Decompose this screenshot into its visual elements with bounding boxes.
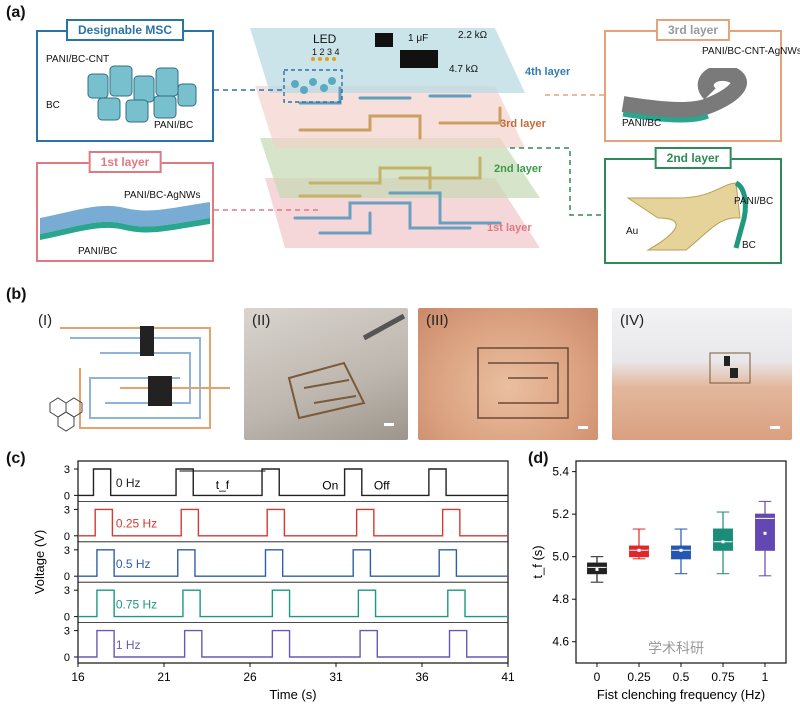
image-ii-label: (II) bbox=[252, 312, 271, 329]
mean-marker-0 bbox=[595, 567, 599, 571]
first-layer-label-agnws: PANI/BC-AgNWs bbox=[124, 190, 201, 201]
circuit-schematic-image: (I) bbox=[30, 308, 238, 440]
x-tick-label-0: 0 bbox=[594, 670, 601, 684]
series-label-2: 0.5 Hz bbox=[116, 557, 151, 571]
series-trace-0 bbox=[78, 468, 508, 497]
y-tick-label: 0 bbox=[64, 531, 70, 543]
capacitor-label: 1 μF bbox=[408, 33, 429, 44]
second-layer-callout: 2nd layer PANI/BC Au BC bbox=[604, 147, 782, 264]
resistor-4k7-label: 4.7 kΩ bbox=[449, 64, 479, 75]
series-trace-3 bbox=[78, 589, 508, 618]
first-layer-label-pani-bc: PANI/BC bbox=[78, 246, 118, 257]
second-layer-title: 2nd layer bbox=[654, 147, 732, 169]
led-index-label: 1 2 3 4 bbox=[312, 47, 340, 57]
y-tick-label: 5.2 bbox=[552, 507, 569, 521]
y-tick-label: 0 bbox=[64, 612, 70, 624]
series-label-0: 0 Hz bbox=[116, 476, 141, 490]
y-tick-label: 0 bbox=[64, 652, 70, 664]
third-layer-title: 3rd layer bbox=[655, 19, 731, 41]
designable-msc-title: Designable MSC bbox=[65, 19, 185, 41]
image-iv-label: (IV) bbox=[620, 312, 645, 329]
second-layer-label-bc: BC bbox=[742, 240, 756, 251]
panel-d-label: (d) bbox=[528, 450, 549, 467]
third-layer-drawing bbox=[621, 68, 747, 123]
layer3-label: 3rd layer bbox=[500, 118, 546, 130]
image-iii-label: (III) bbox=[426, 312, 449, 329]
x-tick-label: 21 bbox=[157, 670, 171, 684]
second-layer-label-pani-bc: PANI/BC bbox=[734, 196, 774, 207]
y-tick-label: 3 bbox=[64, 504, 70, 516]
x-tick-label: 26 bbox=[243, 670, 257, 684]
y-axis-title: Voltage (V) bbox=[32, 530, 47, 594]
x-axis-title: Time (s) bbox=[269, 687, 316, 702]
third-layer-callout: 3rd layer PANI/BC-CNT-AgNWs PANI/BC bbox=[604, 19, 800, 142]
y-axis-title: t_f (s) bbox=[530, 545, 545, 578]
y-tick-label: 4.8 bbox=[552, 592, 569, 606]
y-tick-label: 3 bbox=[64, 464, 70, 476]
tf-annotation: t_f bbox=[216, 478, 230, 492]
hand-circuit-photo: (III) bbox=[418, 308, 598, 440]
layer4-label: 4th layer bbox=[525, 66, 571, 78]
flexible-circuit-photo: (II) bbox=[244, 308, 408, 440]
x-tick-label-4: 1 bbox=[762, 670, 769, 684]
y-tick-label: 0 bbox=[64, 490, 70, 502]
callout-connectors bbox=[214, 89, 604, 216]
x-tick-label: 31 bbox=[329, 670, 343, 684]
x-axis-title: Fist clenching frequency (Hz) bbox=[597, 687, 765, 702]
third-layer-label-pani-bc: PANI/BC bbox=[622, 118, 662, 129]
panel-b-label: (b) bbox=[6, 286, 27, 303]
msc-label-bc: BC bbox=[46, 100, 60, 111]
series-label-4: 1 Hz bbox=[116, 638, 141, 652]
voltage-time-chart: 0 Hz 0 3 0.25 Hz 0 3 0.5 Hz 0 3 0.75 Hz 0 3 1 Hz 0 3 16… bbox=[32, 460, 515, 702]
third-layer-label-agnws: PANI/BC-CNT-AgNWs bbox=[702, 46, 800, 57]
panel-a-label: (a) bbox=[6, 4, 26, 21]
mean-marker-1 bbox=[637, 548, 641, 552]
x-tick-label-1: 0.25 bbox=[627, 670, 651, 684]
y-tick-label: 5.4 bbox=[552, 465, 569, 479]
box-2 bbox=[671, 545, 691, 560]
layer1-label: 1st layer bbox=[487, 222, 532, 234]
second-layer-drawing bbox=[626, 180, 748, 251]
series-label-3: 0.75 Hz bbox=[116, 597, 157, 611]
y-tick-label: 3 bbox=[64, 626, 70, 638]
y-tick-label: 4.6 bbox=[552, 635, 569, 649]
mean-marker-3 bbox=[721, 540, 725, 544]
mean-marker-2 bbox=[679, 548, 683, 552]
msc-structure-drawing bbox=[87, 65, 197, 123]
box-3 bbox=[713, 528, 733, 551]
first-layer-drawing bbox=[40, 202, 210, 240]
x-tick-label-3: 0.75 bbox=[711, 670, 735, 684]
x-tick-label: 41 bbox=[501, 670, 515, 684]
plot-frame bbox=[77, 460, 509, 664]
y-tick-label: 3 bbox=[64, 545, 70, 557]
y-tick-label: 0 bbox=[64, 571, 70, 583]
msc-label-pani-bc: PANI/BC bbox=[154, 120, 194, 131]
on-annotation: On bbox=[322, 478, 338, 492]
designable-msc-callout: Designable MSC PANI/BC-CNT BC PANI/BC bbox=[36, 19, 214, 142]
x-tick-label: 36 bbox=[415, 670, 429, 684]
layer-stack-illustration bbox=[250, 28, 540, 248]
msc-label-pani-bc-cnt: PANI/BC-CNT bbox=[46, 54, 110, 65]
series-trace-2 bbox=[78, 549, 508, 577]
watermark-text: 学术科研 bbox=[648, 640, 704, 656]
series-label-1: 0.25 Hz bbox=[116, 517, 157, 531]
y-tick-label: 5.0 bbox=[552, 550, 569, 564]
led-label: LED bbox=[313, 32, 337, 46]
first-layer-title: 1st layer bbox=[88, 151, 162, 173]
x-tick-label-2: 0.5 bbox=[673, 670, 690, 684]
series-trace-4 bbox=[78, 629, 508, 658]
mean-marker-4 bbox=[763, 531, 767, 535]
image-i-label: (I) bbox=[38, 312, 53, 329]
hand-back-photo: (IV) bbox=[612, 308, 792, 440]
layer2-label: 2nd layer bbox=[494, 163, 543, 175]
panel-c-label: (c) bbox=[6, 450, 26, 467]
second-layer-label-au: Au bbox=[626, 226, 639, 237]
x-tick-label: 16 bbox=[71, 670, 85, 684]
y-tick-label: 3 bbox=[64, 585, 70, 597]
off-annotation: Off bbox=[374, 478, 390, 492]
series-trace-1 bbox=[78, 508, 508, 537]
resistor-2k2-label: 2.2 kΩ bbox=[458, 30, 488, 41]
first-layer-callout: 1st layer PANI/BC-AgNWs PANI/BC bbox=[36, 151, 214, 262]
